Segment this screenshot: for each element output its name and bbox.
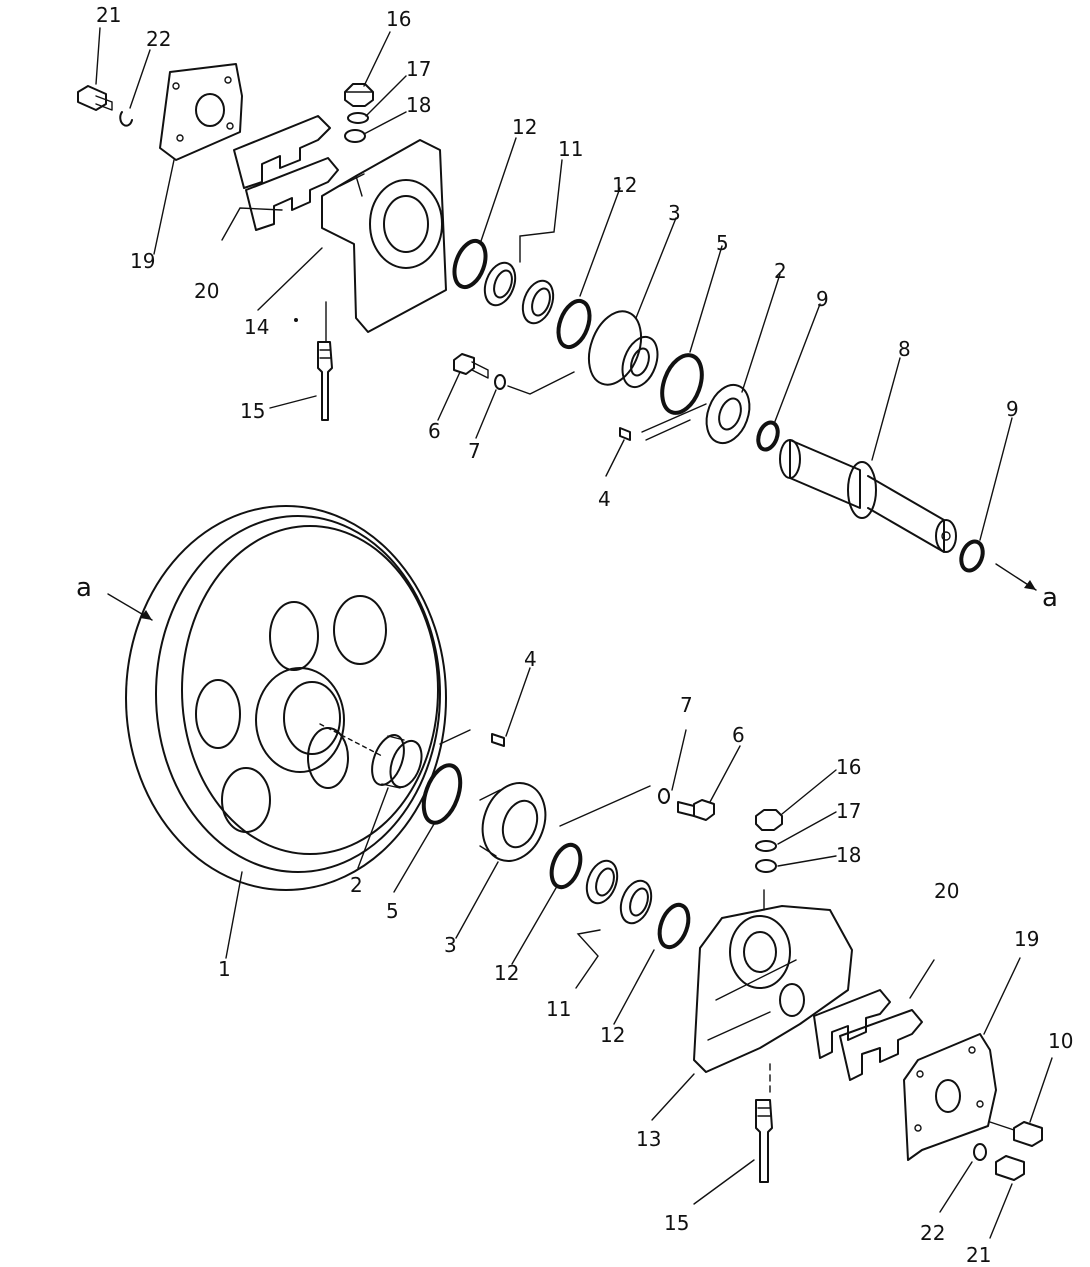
callout-11-upper: 11 bbox=[558, 137, 583, 161]
callout-5-lower: 5 bbox=[386, 899, 399, 923]
callout-a-right: a bbox=[1042, 583, 1058, 613]
callout-21-upper: 21 bbox=[96, 3, 121, 27]
lock-washer-22-lower bbox=[973, 1143, 987, 1161]
lock-washer-7-upper bbox=[494, 374, 506, 390]
callout-15-lower: 15 bbox=[664, 1211, 689, 1235]
callout-1-lower: 1 bbox=[218, 957, 231, 981]
collar-3-lower bbox=[479, 782, 547, 862]
bolt-6-lower bbox=[677, 799, 715, 821]
callout-2-upper: 2 bbox=[774, 259, 787, 283]
cover-plate-19-upper bbox=[159, 63, 243, 161]
bolt-21-upper bbox=[77, 85, 113, 111]
washer-18-lower bbox=[755, 859, 777, 873]
callout-19-upper: 19 bbox=[130, 249, 155, 273]
callout-18-lower: 18 bbox=[836, 843, 861, 867]
washer-18-upper bbox=[344, 129, 366, 143]
bolt-21-lower bbox=[995, 1155, 1025, 1181]
callout-22-lower: 22 bbox=[920, 1221, 945, 1245]
callout-10-lower: 10 bbox=[1048, 1029, 1073, 1053]
leader-lines bbox=[95, 27, 1053, 1239]
callout-17-upper: 17 bbox=[406, 57, 431, 81]
pin-15-upper bbox=[317, 341, 333, 421]
nut-16-lower bbox=[755, 809, 783, 831]
callout-17-lower: 17 bbox=[836, 799, 861, 823]
callout-21-lower: 21 bbox=[966, 1243, 991, 1267]
pin-15-lower bbox=[755, 1099, 773, 1183]
callout-19-lower: 19 bbox=[1014, 927, 1039, 951]
pin-4-upper bbox=[619, 427, 631, 441]
callout-a-left: a bbox=[76, 573, 92, 603]
callout-6-lower: 6 bbox=[732, 723, 745, 747]
idler-wheel-1 bbox=[125, 318, 447, 891]
nut-16-upper bbox=[344, 83, 374, 107]
floating-seal-11b-lower bbox=[619, 879, 653, 925]
o-ring-9b-upper bbox=[959, 539, 985, 573]
callout-6-upper: 6 bbox=[428, 419, 441, 443]
callout-15-upper: 15 bbox=[240, 399, 265, 423]
callout-20-lower: 20 bbox=[934, 879, 959, 903]
support-14-upper bbox=[321, 139, 447, 333]
callout-14-upper: 14 bbox=[244, 315, 269, 339]
callout-3-upper: 3 bbox=[668, 201, 681, 225]
callout-7-lower: 7 bbox=[680, 693, 693, 717]
o-ring-12a-lower bbox=[549, 842, 583, 890]
callout-16-upper: 16 bbox=[386, 7, 411, 31]
callout-3-lower: 3 bbox=[444, 933, 457, 957]
bushing-2-lower bbox=[371, 734, 423, 789]
callout-20-upper: 20 bbox=[194, 279, 219, 303]
o-ring-12b-lower bbox=[657, 902, 691, 950]
callout-12b-lower: 12 bbox=[600, 1023, 625, 1047]
bolt-10-lower bbox=[989, 1121, 1043, 1147]
spring-washer-17-lower bbox=[755, 840, 777, 852]
support-13-lower bbox=[693, 905, 853, 1073]
bolt-6-upper bbox=[453, 353, 489, 379]
callout-labels: 21 22 16 17 18 19 20 14 15 12 11 12 3 5 … bbox=[76, 3, 1073, 1267]
callout-12a-lower: 12 bbox=[494, 961, 519, 985]
floating-seal-11b-upper bbox=[521, 279, 555, 325]
callout-2-lower: 2 bbox=[350, 873, 363, 897]
o-ring-12b-upper bbox=[556, 298, 592, 350]
callout-22-upper: 22 bbox=[146, 27, 171, 51]
shims-20-upper bbox=[233, 115, 339, 231]
shaft-8 bbox=[779, 439, 957, 553]
callout-11-lower: 11 bbox=[546, 997, 571, 1021]
floating-seal-11a-lower bbox=[585, 859, 619, 905]
callout-5-upper: 5 bbox=[716, 231, 729, 255]
callout-4-lower: 4 bbox=[524, 647, 537, 671]
callout-4-upper: 4 bbox=[598, 487, 611, 511]
bushing-2-upper bbox=[705, 383, 751, 445]
callout-13-lower: 13 bbox=[636, 1127, 661, 1151]
cover-plate-19-lower bbox=[903, 1033, 997, 1161]
lock-washer-7-lower bbox=[658, 788, 670, 804]
callout-12a-upper: 12 bbox=[512, 115, 537, 139]
callout-9b-upper: 9 bbox=[1006, 397, 1019, 421]
collar-3-upper bbox=[587, 310, 659, 389]
o-ring-5-upper bbox=[660, 353, 704, 415]
floating-seal-11a-upper bbox=[483, 261, 517, 307]
callout-12b-upper: 12 bbox=[612, 173, 637, 197]
callout-18-upper: 18 bbox=[406, 93, 431, 117]
o-ring-5-lower bbox=[421, 763, 463, 825]
spring-washer-17-upper bbox=[347, 112, 369, 124]
o-ring-9a-upper bbox=[756, 420, 780, 452]
callout-9a-upper: 9 bbox=[816, 287, 829, 311]
shims-20-lower bbox=[813, 989, 923, 1081]
pin-4-lower bbox=[491, 733, 505, 747]
callout-7-upper: 7 bbox=[468, 439, 481, 463]
lock-washer-22-upper bbox=[119, 111, 133, 127]
callout-16-lower: 16 bbox=[836, 755, 861, 779]
callout-8-upper: 8 bbox=[898, 337, 911, 361]
o-ring-12a-upper bbox=[452, 238, 488, 290]
